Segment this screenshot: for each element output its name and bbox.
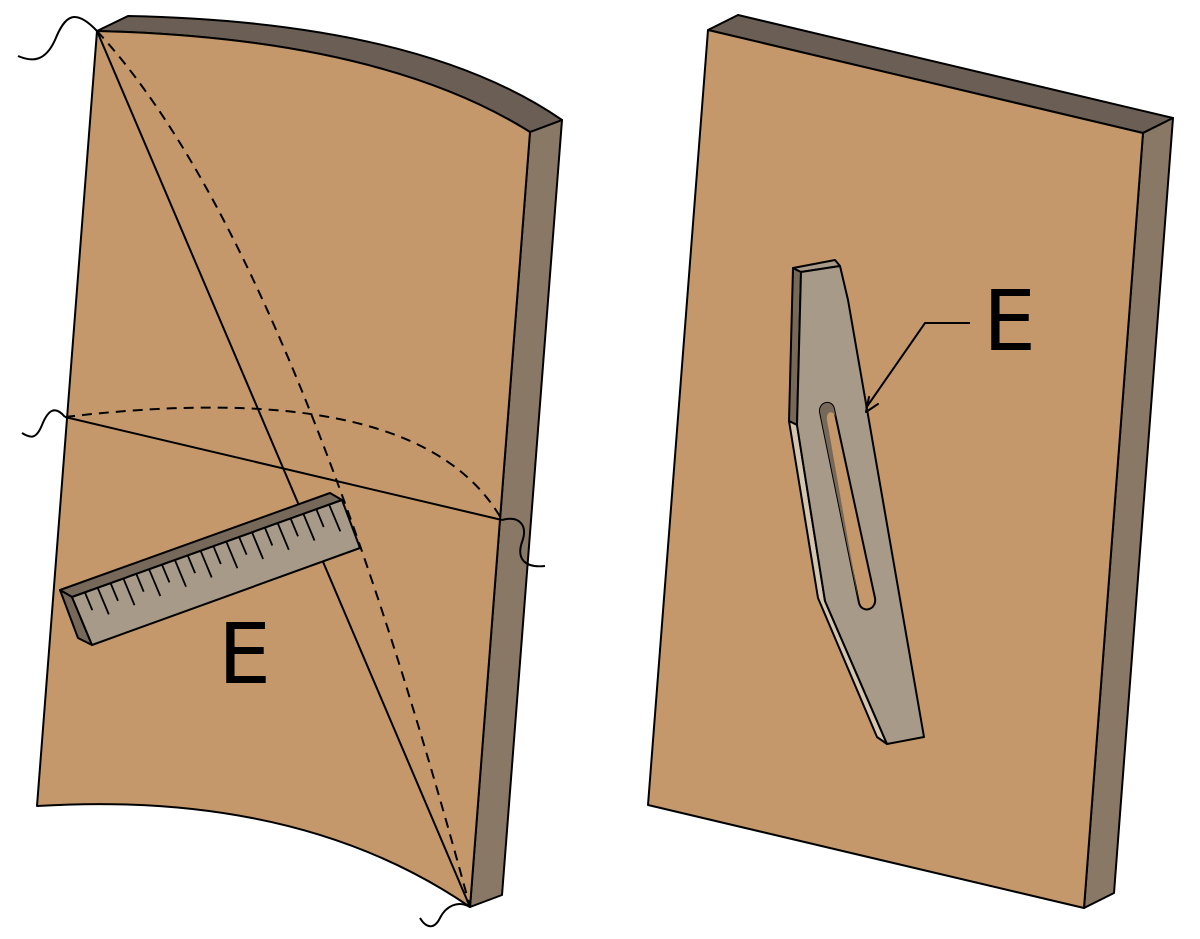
left-figure: E [17, 15, 563, 928]
straightedge-tick-marks [84, 504, 342, 615]
ruler-tick [212, 545, 222, 565]
ruler-tick [328, 504, 342, 532]
diagonal-line-dashed [96, 30, 471, 908]
ruler-tick [276, 522, 290, 551]
ruler-tick [84, 592, 94, 611]
right-label-e: E [983, 272, 1036, 370]
stick-slot-shadow [819, 402, 859, 603]
string-bottom [419, 903, 471, 928]
leader-arrowhead [865, 396, 879, 413]
right-winding-stick [788, 259, 925, 745]
ruler-tick [174, 559, 187, 588]
ruler-tick [264, 527, 274, 546]
ruler-tick [161, 564, 171, 583]
string-top-left [17, 16, 98, 61]
ruler-tick [148, 568, 162, 597]
right-figure: E [647, 14, 1174, 909]
ruler-tick [225, 541, 239, 569]
ruler-tick [199, 550, 213, 578]
right-board-face [647, 29, 1144, 909]
ruler-tick [135, 573, 145, 593]
ruler-tick [109, 582, 119, 602]
ruler-tick [122, 578, 136, 606]
stick-face [796, 265, 925, 745]
left-label-e: E [218, 605, 271, 703]
ruler-tick [186, 555, 196, 574]
cross-line-solid [64, 416, 503, 521]
cross-line-dashed [64, 406, 503, 521]
ruler-tick [251, 531, 264, 560]
ruler-tick [302, 513, 316, 541]
ruler-tick [289, 518, 299, 537]
ruler-tick [315, 508, 325, 528]
left-straightedge [59, 492, 361, 646]
string-mid-right [501, 517, 546, 568]
leader-line [865, 322, 970, 409]
ruler-tick [96, 587, 110, 615]
string-mid-left [21, 409, 66, 438]
ruler-tick [238, 536, 248, 556]
